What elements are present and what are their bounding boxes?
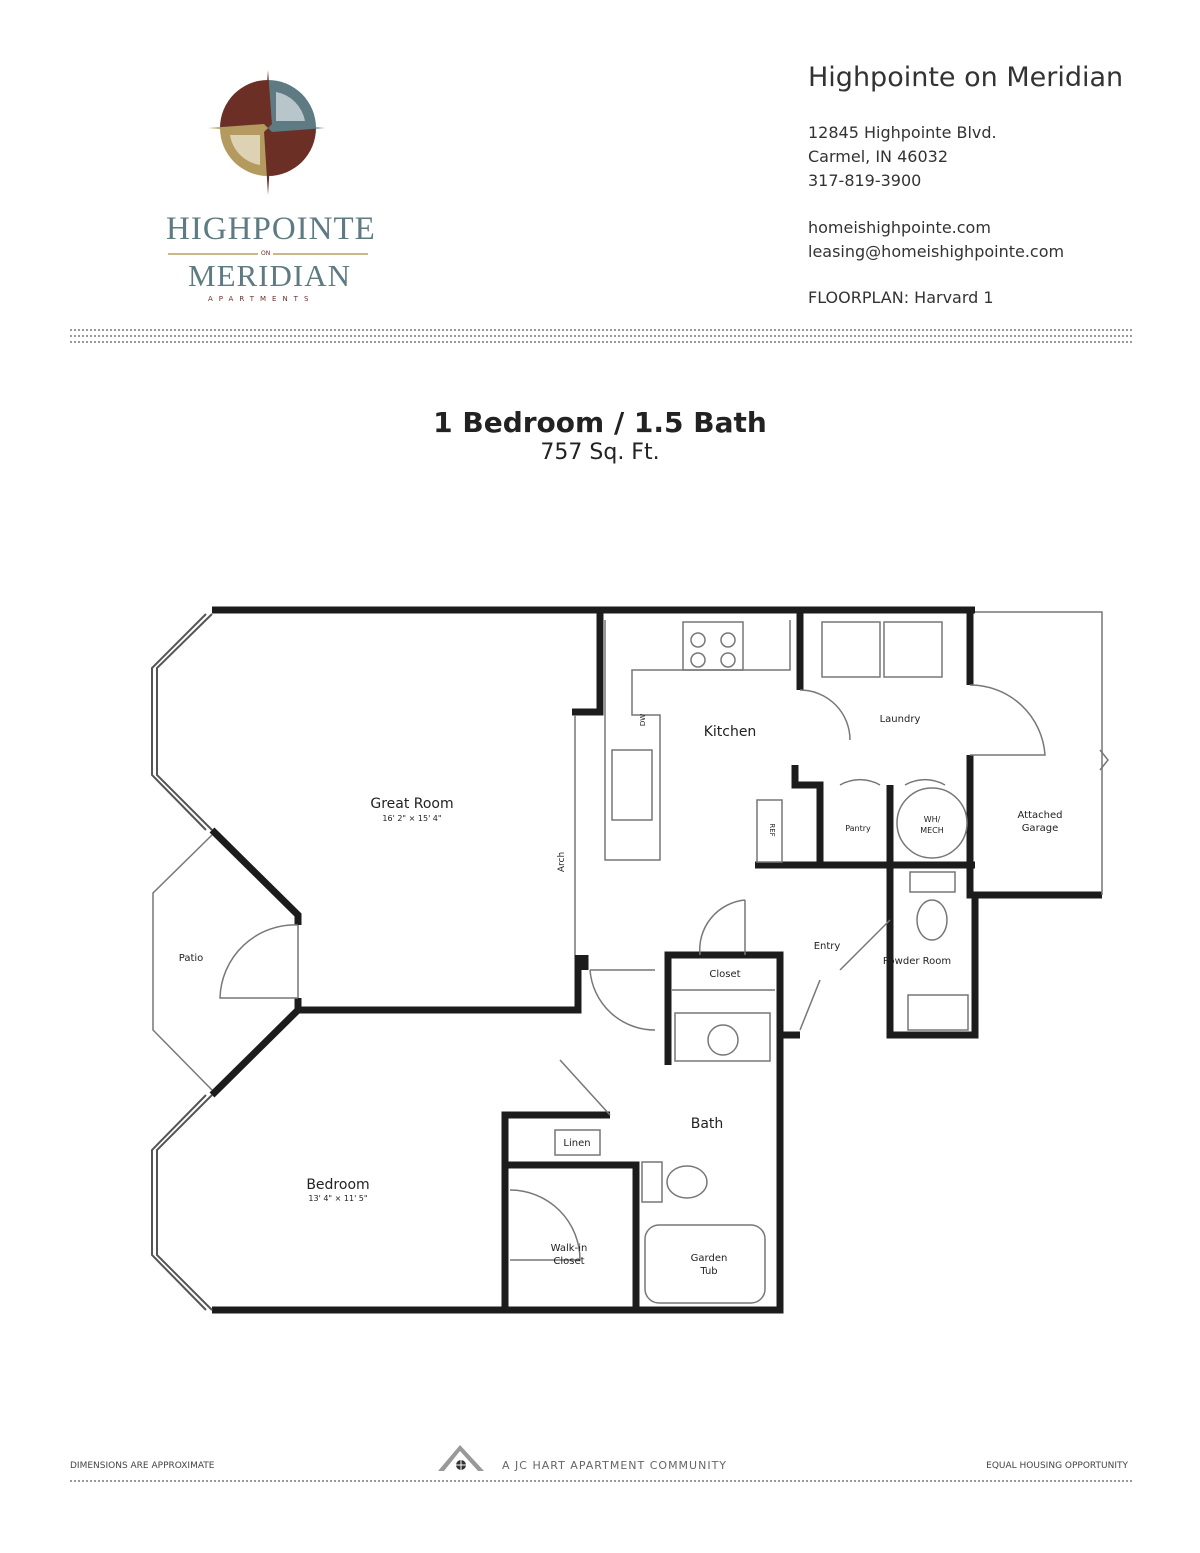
room-labels: Great Room 16' 2" × 15' 4" Kitchen Laund… (179, 714, 1063, 1277)
website-link[interactable]: homeishighpointe.com (808, 218, 991, 237)
compass-logo-icon (208, 70, 325, 195)
great-room-dims: 16' 2" × 15' 4" (382, 814, 441, 823)
garage-label-2: Garage (1022, 823, 1059, 834)
wh-mech-label-1: WH/ (924, 815, 941, 824)
divider (70, 329, 1132, 331)
ref-label: REF (768, 823, 776, 836)
pantry-label: Pantry (845, 824, 871, 833)
divider (70, 341, 1132, 343)
brand-logo: HIGHPOINTE ON MERIDIAN APARTMENTS (160, 65, 380, 310)
bath-label: Bath (691, 1116, 724, 1132)
arch-label: Arch (557, 852, 567, 872)
address-line1: 12845 Highpointe Blvd. (808, 123, 997, 142)
logo-line3: APARTMENTS (208, 295, 315, 303)
logo-line2: MERIDIAN (188, 258, 351, 293)
property-name: Highpointe on Meridian (808, 62, 1124, 93)
kitchen-label: Kitchen (704, 724, 757, 740)
walk-in-label-1: Walk-in (551, 1243, 588, 1254)
divider (70, 335, 1132, 337)
unit-size: 757 Sq. Ft. (540, 440, 660, 465)
powder-room-label: Powder Room (883, 956, 951, 967)
windows (151, 613, 213, 1311)
jc-hart-house-icon (438, 1445, 484, 1471)
patio-label: Patio (179, 953, 204, 964)
bedroom-label: Bedroom (306, 1177, 369, 1193)
equal-housing: EQUAL HOUSING OPPORTUNITY (986, 1461, 1128, 1471)
email-link[interactable]: leasing@homeishighpointe.com (808, 242, 1065, 261)
thin-lines (152, 611, 1109, 1304)
dimensions-disclaimer: DIMENSIONS ARE APPROXIMATE (70, 1461, 215, 1471)
bedroom-dims: 13' 4" × 11' 5" (308, 1194, 367, 1203)
wh-mech-label-2: MECH (920, 826, 944, 835)
logo-line1: HIGHPOINTE (166, 211, 376, 247)
community-tagline: A JC HART APARTMENT COMMUNITY (502, 1459, 728, 1472)
dw-label: DW (639, 714, 647, 726)
footer-divider (70, 1480, 1132, 1482)
entry-label: Entry (814, 941, 841, 952)
tub-label-1: Garden (691, 1253, 728, 1264)
address-line2: Carmel, IN 46032 (808, 147, 948, 166)
floorplan-name: FLOORPLAN: Harvard 1 (808, 288, 994, 307)
tub-label-2: Tub (699, 1266, 717, 1277)
logo-on: ON (258, 251, 274, 257)
linen-label: Linen (563, 1138, 590, 1149)
great-room-label: Great Room (370, 796, 453, 812)
walls (209, 606, 1102, 1314)
garage-label-1: Attached (1018, 810, 1063, 821)
closet-label: Closet (709, 969, 740, 980)
unit-type: 1 Bedroom / 1.5 Bath (433, 406, 767, 439)
phone[interactable]: 317-819-3900 (808, 171, 922, 190)
laundry-label: Laundry (880, 714, 921, 725)
walk-in-label-2: Closet (553, 1256, 584, 1267)
